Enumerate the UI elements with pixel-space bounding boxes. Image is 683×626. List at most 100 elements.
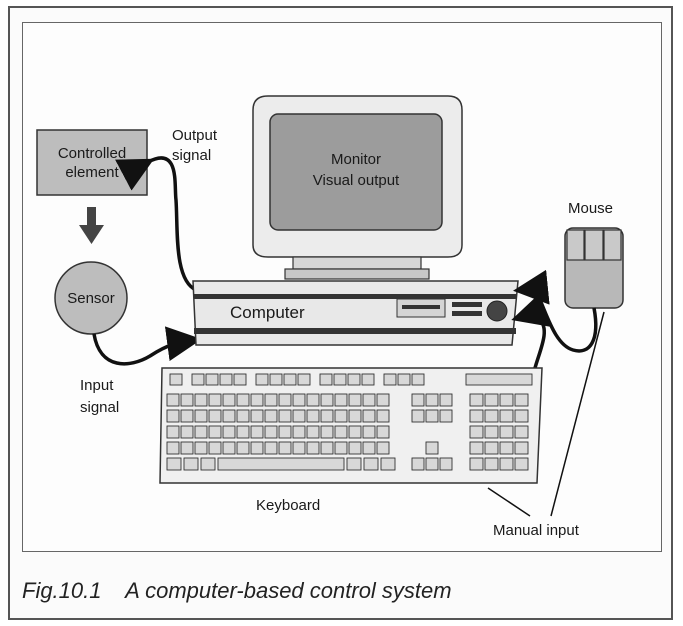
keyboard-key xyxy=(361,373,375,386)
keyboard-key xyxy=(236,393,250,407)
keyboard-key xyxy=(425,409,439,423)
keyboard-key xyxy=(319,373,333,386)
sensor-label: Sensor xyxy=(67,290,115,307)
monitor-label-2: Visual output xyxy=(313,172,400,189)
power-button xyxy=(486,300,508,322)
keyboard-key xyxy=(411,393,425,407)
keyboard-key xyxy=(194,441,208,455)
sensor-circle: Sensor xyxy=(54,261,128,335)
manual-input-pointer-keyboard xyxy=(487,487,531,517)
keyboard-key xyxy=(376,409,390,423)
keyboard-key xyxy=(383,373,397,386)
keyboard-key xyxy=(469,409,484,423)
control-system-diagram: Controlled element Sensor Output signal … xyxy=(36,95,624,539)
keyboard-key xyxy=(306,441,320,455)
keyboard-key xyxy=(194,409,208,423)
monitor-base xyxy=(284,268,430,280)
keyboard-key xyxy=(166,409,180,423)
monitor-screen xyxy=(269,113,443,231)
keyboard-key xyxy=(292,409,306,423)
input-signal-label-1: Input xyxy=(80,377,114,394)
output-signal-label-1: Output xyxy=(172,127,218,144)
keyboard-cable xyxy=(511,293,550,369)
keyboard-key xyxy=(499,393,514,407)
keyboard-key xyxy=(233,373,247,386)
keyboard-key xyxy=(514,393,529,407)
keyboard-key xyxy=(334,441,348,455)
keyboard-key xyxy=(278,393,292,407)
keyboard-key xyxy=(514,457,529,471)
keyboard-key xyxy=(180,393,194,407)
keyboard-key xyxy=(376,441,390,455)
keyboard-key xyxy=(411,409,425,423)
keyboard-key xyxy=(166,441,180,455)
keyboard-key xyxy=(166,425,180,439)
keyboard-label: Keyboard xyxy=(256,497,320,514)
keyboard-key xyxy=(469,457,484,471)
output-signal-wire xyxy=(115,156,197,292)
keyboard-key xyxy=(236,425,250,439)
keyboard-key xyxy=(278,409,292,423)
down-arrow xyxy=(79,207,104,244)
keyboard-key xyxy=(484,425,499,439)
keyboard-key xyxy=(217,457,345,471)
input-signal-wire xyxy=(92,326,202,366)
keyboard-key xyxy=(255,373,269,386)
keyboard-key xyxy=(269,373,283,386)
computer-label: Computer xyxy=(230,303,305,322)
controlled-element-label-1: Controlled xyxy=(58,145,126,162)
keyboard-key xyxy=(278,425,292,439)
controlled-element-box: Controlled element xyxy=(36,129,148,196)
controlled-element-label-2: element xyxy=(65,164,119,181)
keyboard-key xyxy=(411,373,425,386)
keyboard-key xyxy=(222,441,236,455)
keyboard-key xyxy=(334,409,348,423)
keyboard-key xyxy=(484,441,499,455)
keyboard-key xyxy=(250,441,264,455)
keyboard-key xyxy=(297,373,311,386)
keyboard-key xyxy=(376,393,390,407)
mouse-cable xyxy=(513,269,598,353)
keyboard-key xyxy=(222,409,236,423)
keyboard-key xyxy=(469,393,484,407)
keyboard-key xyxy=(208,409,222,423)
computer-case: Computer xyxy=(192,280,519,346)
keyboard-key xyxy=(346,457,362,471)
keyboard-key xyxy=(348,441,362,455)
keyboard-key xyxy=(439,457,453,471)
keyboard-key xyxy=(166,457,182,471)
keyboard-key xyxy=(180,425,194,439)
keyboard-key xyxy=(306,409,320,423)
input-signal-label-2: signal xyxy=(80,399,119,416)
keyboard-key xyxy=(236,441,250,455)
keyboard-key xyxy=(264,441,278,455)
keyboard-key xyxy=(499,425,514,439)
keyboard-key xyxy=(499,409,514,423)
keyboard xyxy=(159,367,543,484)
keyboard-key xyxy=(363,457,379,471)
keyboard-key xyxy=(320,441,334,455)
keyboard-key xyxy=(222,425,236,439)
keyboard-key xyxy=(292,441,306,455)
keyboard-key xyxy=(180,409,194,423)
keyboard-key xyxy=(208,393,222,407)
keyboard-key xyxy=(194,393,208,407)
keyboard-key xyxy=(376,425,390,439)
keyboard-key xyxy=(484,409,499,423)
manual-input-label: Manual input xyxy=(493,522,580,539)
keyboard-key xyxy=(205,373,219,386)
keyboard-key xyxy=(306,393,320,407)
keyboard-key xyxy=(169,373,183,386)
keyboard-key xyxy=(514,409,529,423)
keyboard-key xyxy=(469,441,484,455)
keyboard-key xyxy=(362,409,376,423)
keyboard-key xyxy=(425,441,439,455)
keyboard-key xyxy=(250,393,264,407)
keyboard-key xyxy=(333,373,347,386)
keyboard-key xyxy=(278,441,292,455)
figure-caption: Fig.10.1 A computer-based control system xyxy=(22,578,452,603)
keyboard-key xyxy=(183,457,199,471)
monitor-label-1: Monitor xyxy=(331,151,381,168)
keyboard-key xyxy=(425,457,439,471)
keyboard-key xyxy=(362,441,376,455)
